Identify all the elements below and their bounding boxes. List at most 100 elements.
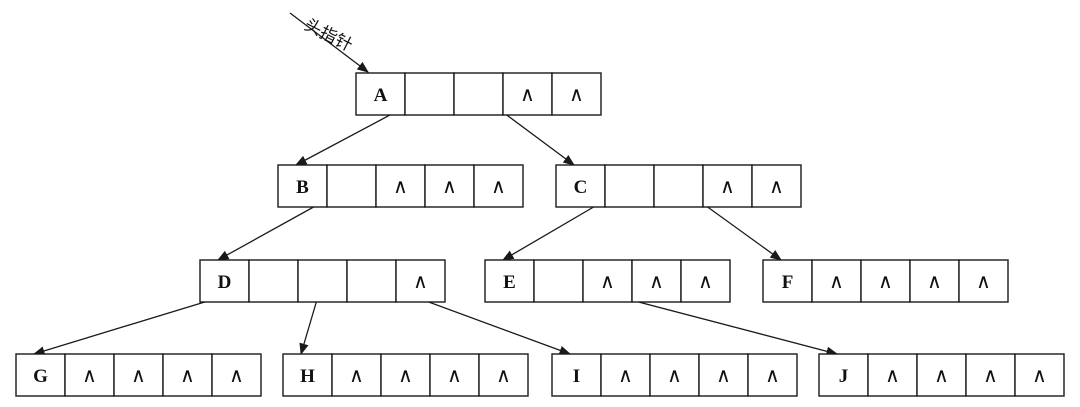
null-pointer-symbol: ∧	[618, 363, 633, 387]
child-pointer-field	[162, 353, 213, 397]
child-pointer-field	[965, 353, 1016, 397]
null-pointer-symbol: ∧	[698, 269, 713, 293]
data-field	[484, 259, 535, 303]
tree-node-h: H ∧ ∧ ∧ ∧	[282, 353, 529, 397]
null-pointer-symbol: ∧	[600, 269, 615, 293]
null-pointer-symbol: ∧	[934, 363, 949, 387]
child-pointer-field	[297, 259, 348, 303]
null-pointer-symbol: ∧	[878, 269, 893, 293]
child-pointer-field	[473, 164, 524, 208]
child-pointer-field	[909, 259, 960, 303]
null-pointer-symbol: ∧	[349, 363, 364, 387]
tree-node-g: G ∧ ∧ ∧ ∧	[15, 353, 262, 397]
child-pointer-field	[375, 164, 426, 208]
node-name-label: A	[374, 85, 388, 106]
null-pointer-symbol: ∧	[496, 363, 511, 387]
null-pointer-symbol: ∧	[1032, 363, 1047, 387]
data-field	[762, 259, 813, 303]
tree-node-d: D∧	[199, 259, 446, 303]
null-pointer-symbol: ∧	[569, 82, 584, 106]
node-name-label: D	[218, 272, 232, 293]
null-pointer-symbol: ∧	[131, 363, 146, 387]
child-pointer-field	[604, 164, 655, 208]
child-pointer-field	[429, 353, 480, 397]
child-pointer-field	[478, 353, 529, 397]
child-pointer-field	[811, 259, 862, 303]
null-pointer-symbol: ∧	[520, 82, 535, 106]
child-pointer-field	[113, 353, 164, 397]
head-pointer-label: 头指针	[301, 15, 356, 56]
node-name-label: H	[300, 366, 315, 387]
null-pointer-symbol: ∧	[442, 174, 457, 198]
node-name-label: G	[33, 366, 48, 387]
tree-node-e: E ∧ ∧ ∧	[484, 259, 731, 303]
node-name-label: C	[574, 177, 588, 198]
data-field	[282, 353, 333, 397]
child-pointer-field	[631, 259, 682, 303]
null-pointer-symbol: ∧	[829, 269, 844, 293]
null-pointer-symbol: ∧	[667, 363, 682, 387]
child-pointer-field	[502, 72, 553, 116]
child-pointer-field	[533, 259, 584, 303]
child-pointer-field	[860, 259, 911, 303]
tree-node-i: I ∧ ∧ ∧ ∧	[551, 353, 798, 397]
data-field	[555, 164, 606, 208]
null-pointer-symbol: ∧	[976, 269, 991, 293]
edges-layer	[32, 93, 839, 356]
node-name-label: E	[503, 272, 516, 293]
child-pointer-field	[867, 353, 918, 397]
child-pointer-field	[702, 164, 753, 208]
null-pointer-symbol: ∧	[229, 363, 244, 387]
child-pointer-field	[326, 164, 377, 208]
child-pointer-field	[331, 353, 382, 397]
child-pointer-field	[1014, 353, 1065, 397]
null-pointer-symbol: ∧	[649, 269, 664, 293]
child-pointer-field	[395, 259, 446, 303]
child-pointer-field	[680, 259, 731, 303]
child-pointer-field	[551, 72, 602, 116]
node-name-label: I	[573, 366, 580, 387]
data-field	[818, 353, 869, 397]
null-pointer-symbol: ∧	[491, 174, 506, 198]
tree-node-b: B ∧ ∧ ∧	[277, 164, 524, 208]
node-name-label: J	[839, 366, 849, 387]
head-pointer-arrow	[289, 12, 369, 73]
tree-node-j: J∧∧∧∧	[818, 353, 1065, 397]
nodes-layer: A∧∧B∧∧∧C∧∧D∧E∧∧∧F∧∧∧∧G∧∧∧∧H∧∧∧∧I∧∧∧∧J∧∧∧…	[15, 72, 1065, 397]
null-pointer-symbol: ∧	[398, 363, 413, 387]
null-pointer-symbol: ∧	[720, 174, 735, 198]
data-field	[277, 164, 328, 208]
child-pointer-field	[248, 259, 299, 303]
null-pointer-symbol: ∧	[82, 363, 97, 387]
child-pointer-field	[380, 353, 431, 397]
child-pointer-field	[424, 164, 475, 208]
child-pointer-field	[346, 259, 397, 303]
child-pointer-field	[600, 353, 651, 397]
null-pointer-symbol: ∧	[447, 363, 462, 387]
data-field	[199, 259, 250, 303]
node-name-label: B	[296, 177, 309, 198]
null-pointer-symbol: ∧	[716, 363, 731, 387]
child-pointer-field	[453, 72, 504, 116]
null-pointer-symbol: ∧	[413, 269, 428, 293]
child-pointer-field	[747, 353, 798, 397]
null-pointer-symbol: ∧	[393, 174, 408, 198]
null-pointer-symbol: ∧	[885, 363, 900, 387]
child-pointer-field	[404, 72, 455, 116]
null-pointer-symbol: ∧	[180, 363, 195, 387]
tree-node-c: C ∧ ∧	[555, 164, 802, 208]
tree-node-f: F ∧ ∧ ∧ ∧	[762, 259, 1009, 303]
null-pointer-symbol: ∧	[927, 269, 942, 293]
tree-node-a: A ∧ ∧	[355, 72, 602, 116]
null-pointer-symbol: ∧	[769, 174, 784, 198]
child-pointer-field	[916, 353, 967, 397]
child-pointer-field	[958, 259, 1009, 303]
child-pointer-field	[211, 353, 262, 397]
null-pointer-symbol: ∧	[765, 363, 780, 387]
child-pointer-field	[653, 164, 704, 208]
head-pointer: 头指针	[289, 12, 369, 73]
child-pointer-field	[582, 259, 633, 303]
child-pointer-field	[751, 164, 802, 208]
node-name-label: F	[782, 272, 794, 293]
